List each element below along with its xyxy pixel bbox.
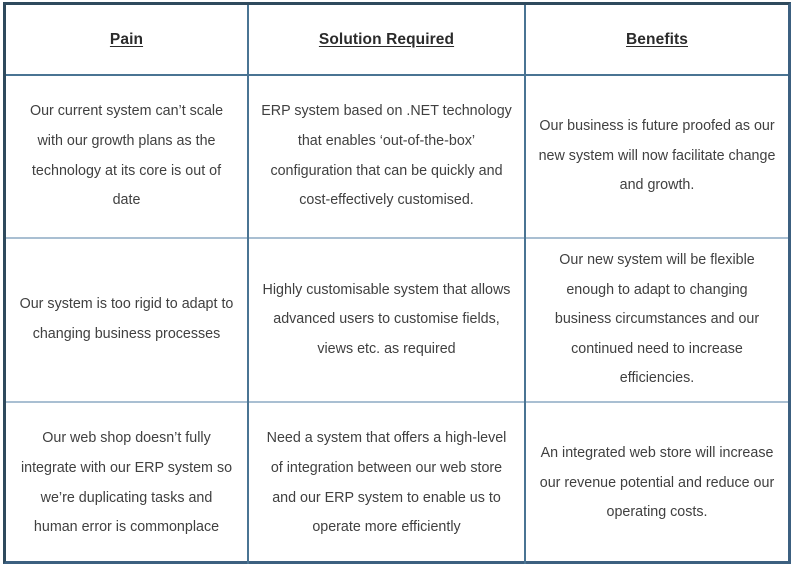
cell-benefits-1-text: Our business is future proofed as our ne…	[538, 118, 776, 194]
table-row: Our system is too rigid to adapt to chan…	[6, 237, 788, 402]
cell-benefits-2-text: Our new system will be flexible enough t…	[554, 252, 760, 387]
cell-pain-2-text: Our system is too rigid to adapt to chan…	[19, 296, 234, 342]
cell-benefits-3: An integrated web store will increase ou…	[524, 401, 788, 564]
table-body: Our current system can’t scale with our …	[6, 75, 788, 564]
table-row: Our web shop doesn’t fully integrate wit…	[6, 401, 788, 564]
cell-benefits-3-text: An integrated web store will increase ou…	[539, 445, 775, 521]
table-row: Our current system can’t scale with our …	[6, 75, 788, 238]
cell-solution-2-text: Highly customisable system that allows a…	[262, 281, 511, 357]
cell-pain-1: Our current system can’t scale with our …	[6, 75, 248, 238]
requirements-matrix-table: Pain Solution Required Benefits Our curr…	[6, 5, 788, 564]
table-header: Pain Solution Required Benefits	[6, 5, 788, 75]
column-header-pain: Pain	[6, 5, 248, 75]
cell-pain-3: Our web shop doesn’t fully integrate wit…	[6, 401, 248, 564]
column-header-benefits-label: Benefits	[626, 30, 688, 48]
column-header-solution-required: Solution Required	[247, 5, 525, 75]
cell-pain-2: Our system is too rigid to adapt to chan…	[6, 237, 248, 402]
cell-solution-2: Highly customisable system that allows a…	[247, 237, 525, 402]
column-header-solution-required-label: Solution Required	[318, 30, 455, 48]
matrix-table-container: Pain Solution Required Benefits Our curr…	[3, 2, 791, 564]
cell-benefits-2: Our new system will be flexible enough t…	[524, 237, 788, 402]
cell-pain-3-text: Our web shop doesn’t fully integrate wit…	[20, 430, 233, 536]
cell-solution-1: ERP system based on .NET technology that…	[247, 75, 525, 238]
cell-pain-1-text: Our current system can’t scale with our …	[29, 103, 224, 209]
column-header-pain-label: Pain	[109, 30, 144, 48]
column-header-benefits: Benefits	[524, 5, 788, 75]
cell-solution-3-text: Need a system that offers a high-level o…	[266, 430, 507, 536]
cell-solution-1-text: ERP system based on .NET technology that…	[261, 103, 512, 209]
cell-benefits-1: Our business is future proofed as our ne…	[524, 75, 788, 238]
cell-solution-3: Need a system that offers a high-level o…	[247, 401, 525, 564]
table-header-row: Pain Solution Required Benefits	[6, 5, 788, 75]
